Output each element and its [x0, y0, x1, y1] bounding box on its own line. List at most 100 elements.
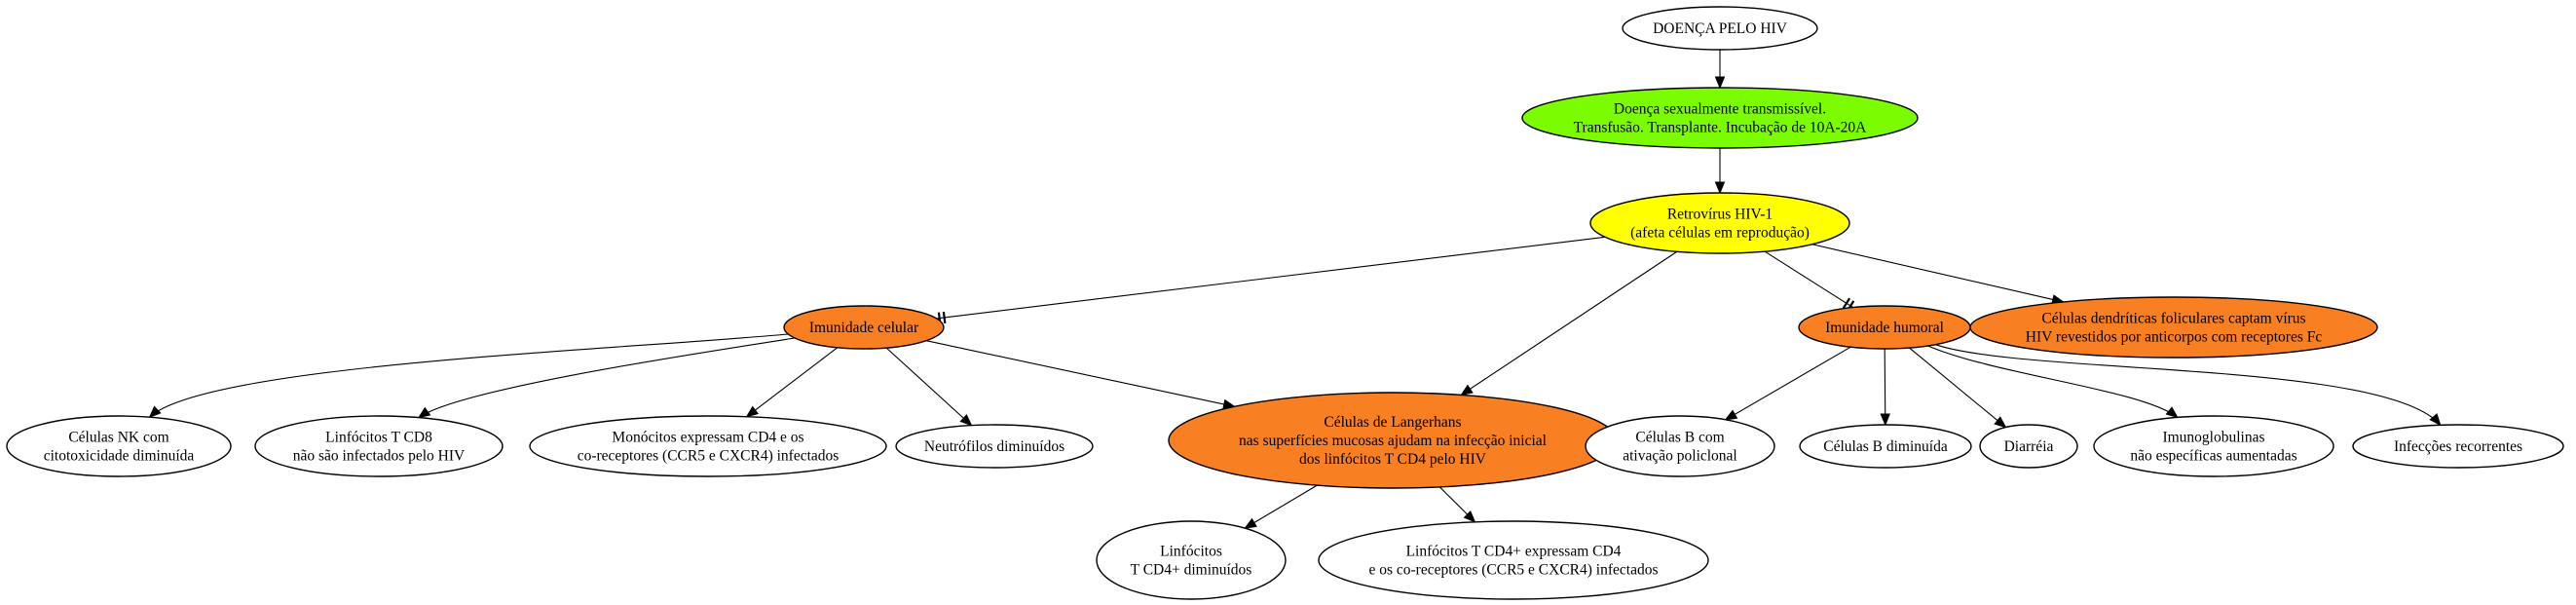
edge-line	[1460, 250, 1678, 396]
node-ellipse	[2093, 415, 2334, 477]
nodes-layer: DOENÇA PELO HIV Doença sexualmente transm…	[6, 6, 2564, 600]
node-label: Células de Langerhans	[1324, 414, 1461, 431]
node-label: Células B com	[1635, 430, 1724, 446]
edge-line	[746, 347, 839, 418]
edge-line	[1725, 346, 1851, 421]
edge-line	[885, 347, 972, 427]
node-hiv: DOENÇA PELO HIV	[1622, 6, 1818, 51]
node-label: Doença sexualmente transmissível.	[1614, 101, 1826, 118]
arrow-head	[1714, 181, 1726, 195]
edge-line	[936, 236, 1606, 320]
tee-mark	[1842, 297, 1851, 309]
edge-line	[1764, 250, 1853, 309]
edge-line	[1935, 344, 2442, 426]
node-ellipse	[2352, 424, 2564, 469]
node-label: Células NK com	[68, 430, 168, 446]
node-ellipse	[1096, 520, 1287, 600]
arrow-head	[2165, 406, 2179, 419]
node-ellipse	[1521, 87, 1919, 149]
edge-line	[418, 337, 796, 419]
node-ellipse	[895, 424, 1094, 469]
node-mono: Monócitos expressam CD4 e osco-receptore…	[529, 415, 887, 477]
node-label: Infecções recorrentes	[2394, 438, 2522, 455]
node-std: Doença sexualmente transmissível. Transfu…	[1521, 87, 1919, 149]
node-label: Células dendríticas foliculares captam v…	[2041, 311, 2305, 327]
node-diar: Diarréia	[1979, 424, 2078, 469]
node-label: Imunidade humoral	[1825, 320, 1944, 336]
edge-line	[1245, 484, 1318, 529]
edge-line	[1909, 347, 2006, 429]
edge-std-to-retro	[1714, 148, 1726, 195]
node-label: não específicas aumentadas	[2130, 448, 2296, 465]
node-label: (afeta células em reprodução)	[1630, 225, 1810, 242]
node-ellipse	[1622, 6, 1818, 51]
node-label: Retrovírus HIV-1	[1667, 207, 1773, 223]
edge-line	[149, 333, 789, 418]
edge-retro-to-hum	[1764, 250, 1855, 312]
edge-hum-to-bpoli	[1724, 346, 1851, 421]
node-label: Diarréia	[2004, 438, 2054, 455]
edge-line	[1811, 244, 2064, 303]
edge-hiv-to-std	[1714, 50, 1726, 90]
node-ellipse	[1318, 520, 1709, 600]
arrow-head	[1460, 384, 1474, 397]
tee-mark	[942, 311, 947, 324]
node-ellipse	[254, 415, 504, 477]
node-dend: Células dendríticas foliculares captam v…	[1969, 296, 2378, 359]
arrow-head	[745, 405, 760, 418]
node-label: HIV revestidos por anticorpos com recept…	[2026, 329, 2323, 346]
edge-cel-to-cd8	[417, 337, 796, 419]
node-label: não são infectados pelo HIV	[293, 448, 466, 465]
node-ellipse	[783, 305, 945, 350]
edge-retro-to-lang	[1460, 250, 1678, 397]
node-label: Transfusão. Transplante. Incubação de 10…	[1574, 120, 1868, 136]
edge-retro-to-cel	[936, 236, 1606, 324]
arrow-head	[959, 413, 973, 427]
node-label: DOENÇA PELO HIV	[1653, 20, 1788, 37]
node-label: Imunidade celular	[809, 320, 919, 336]
node-ellipse	[1979, 424, 2078, 469]
edge-hum-to-bdim	[1880, 348, 1890, 427]
node-ellipse	[1799, 424, 1972, 469]
node-lang: Células de Langerhans nas superfícies muc…	[1168, 392, 1618, 489]
node-label: Células B diminuída	[1823, 438, 1948, 455]
arrow-head	[1994, 416, 2007, 429]
edge-lang-to-cd4dim	[1244, 484, 1318, 529]
node-bdim: Células B diminuída	[1799, 424, 1972, 469]
edge-line	[926, 340, 1235, 407]
edge-cel-to-nk	[148, 333, 789, 419]
node-label: citotoxicidade diminuída	[44, 448, 195, 465]
node-label: dos linfócitos T CD4 pelo HIV	[1299, 451, 1487, 468]
node-label: Linfócitos	[1160, 544, 1222, 560]
arrow-head	[1244, 517, 1257, 529]
node-ellipse	[1969, 296, 2378, 359]
node-ellipse	[1589, 192, 1850, 254]
node-nk: Células NK com citotoxicidade diminuída	[6, 415, 232, 477]
node-label: nas superfícies mucosas ajudam na infecç…	[1239, 433, 1547, 449]
edge-hum-to-diar	[1909, 347, 2007, 429]
node-label: Linfócitos T CD8	[325, 430, 432, 446]
node-imuno: Imunoglobulinas não específicas aumentada…	[2093, 415, 2334, 477]
node-label: T CD4+ diminuídos	[1131, 562, 1252, 579]
arrow-head	[1880, 413, 1890, 427]
node-retro: Retrovírus HIV-1 (afeta células em reprod…	[1589, 192, 1850, 254]
edge-line	[1927, 345, 2179, 418]
node-cel: Imunidade celular	[783, 305, 945, 350]
node-ellipse	[6, 415, 232, 477]
node-cd4dim: Linfócitos T CD4+ diminuídos	[1096, 520, 1287, 600]
arrow-head	[1463, 510, 1476, 523]
edges-layer	[148, 50, 2442, 529]
node-ellipse	[1585, 415, 1775, 477]
arrow-head	[2429, 413, 2442, 427]
edge-lang-to-cd4exp	[1438, 486, 1476, 523]
node-label: Imunoglobulinas	[2162, 430, 2264, 446]
arrow-head	[1724, 409, 1738, 421]
arrow-head	[1714, 76, 1726, 90]
node-ellipse	[529, 415, 887, 477]
node-infec: Infecções recorrentes	[2352, 424, 2564, 469]
edge-cel-to-neut	[885, 347, 973, 427]
node-neut: Neutrófilos diminuídos	[895, 424, 1094, 469]
edge-hum-to-imuno	[1927, 345, 2179, 419]
